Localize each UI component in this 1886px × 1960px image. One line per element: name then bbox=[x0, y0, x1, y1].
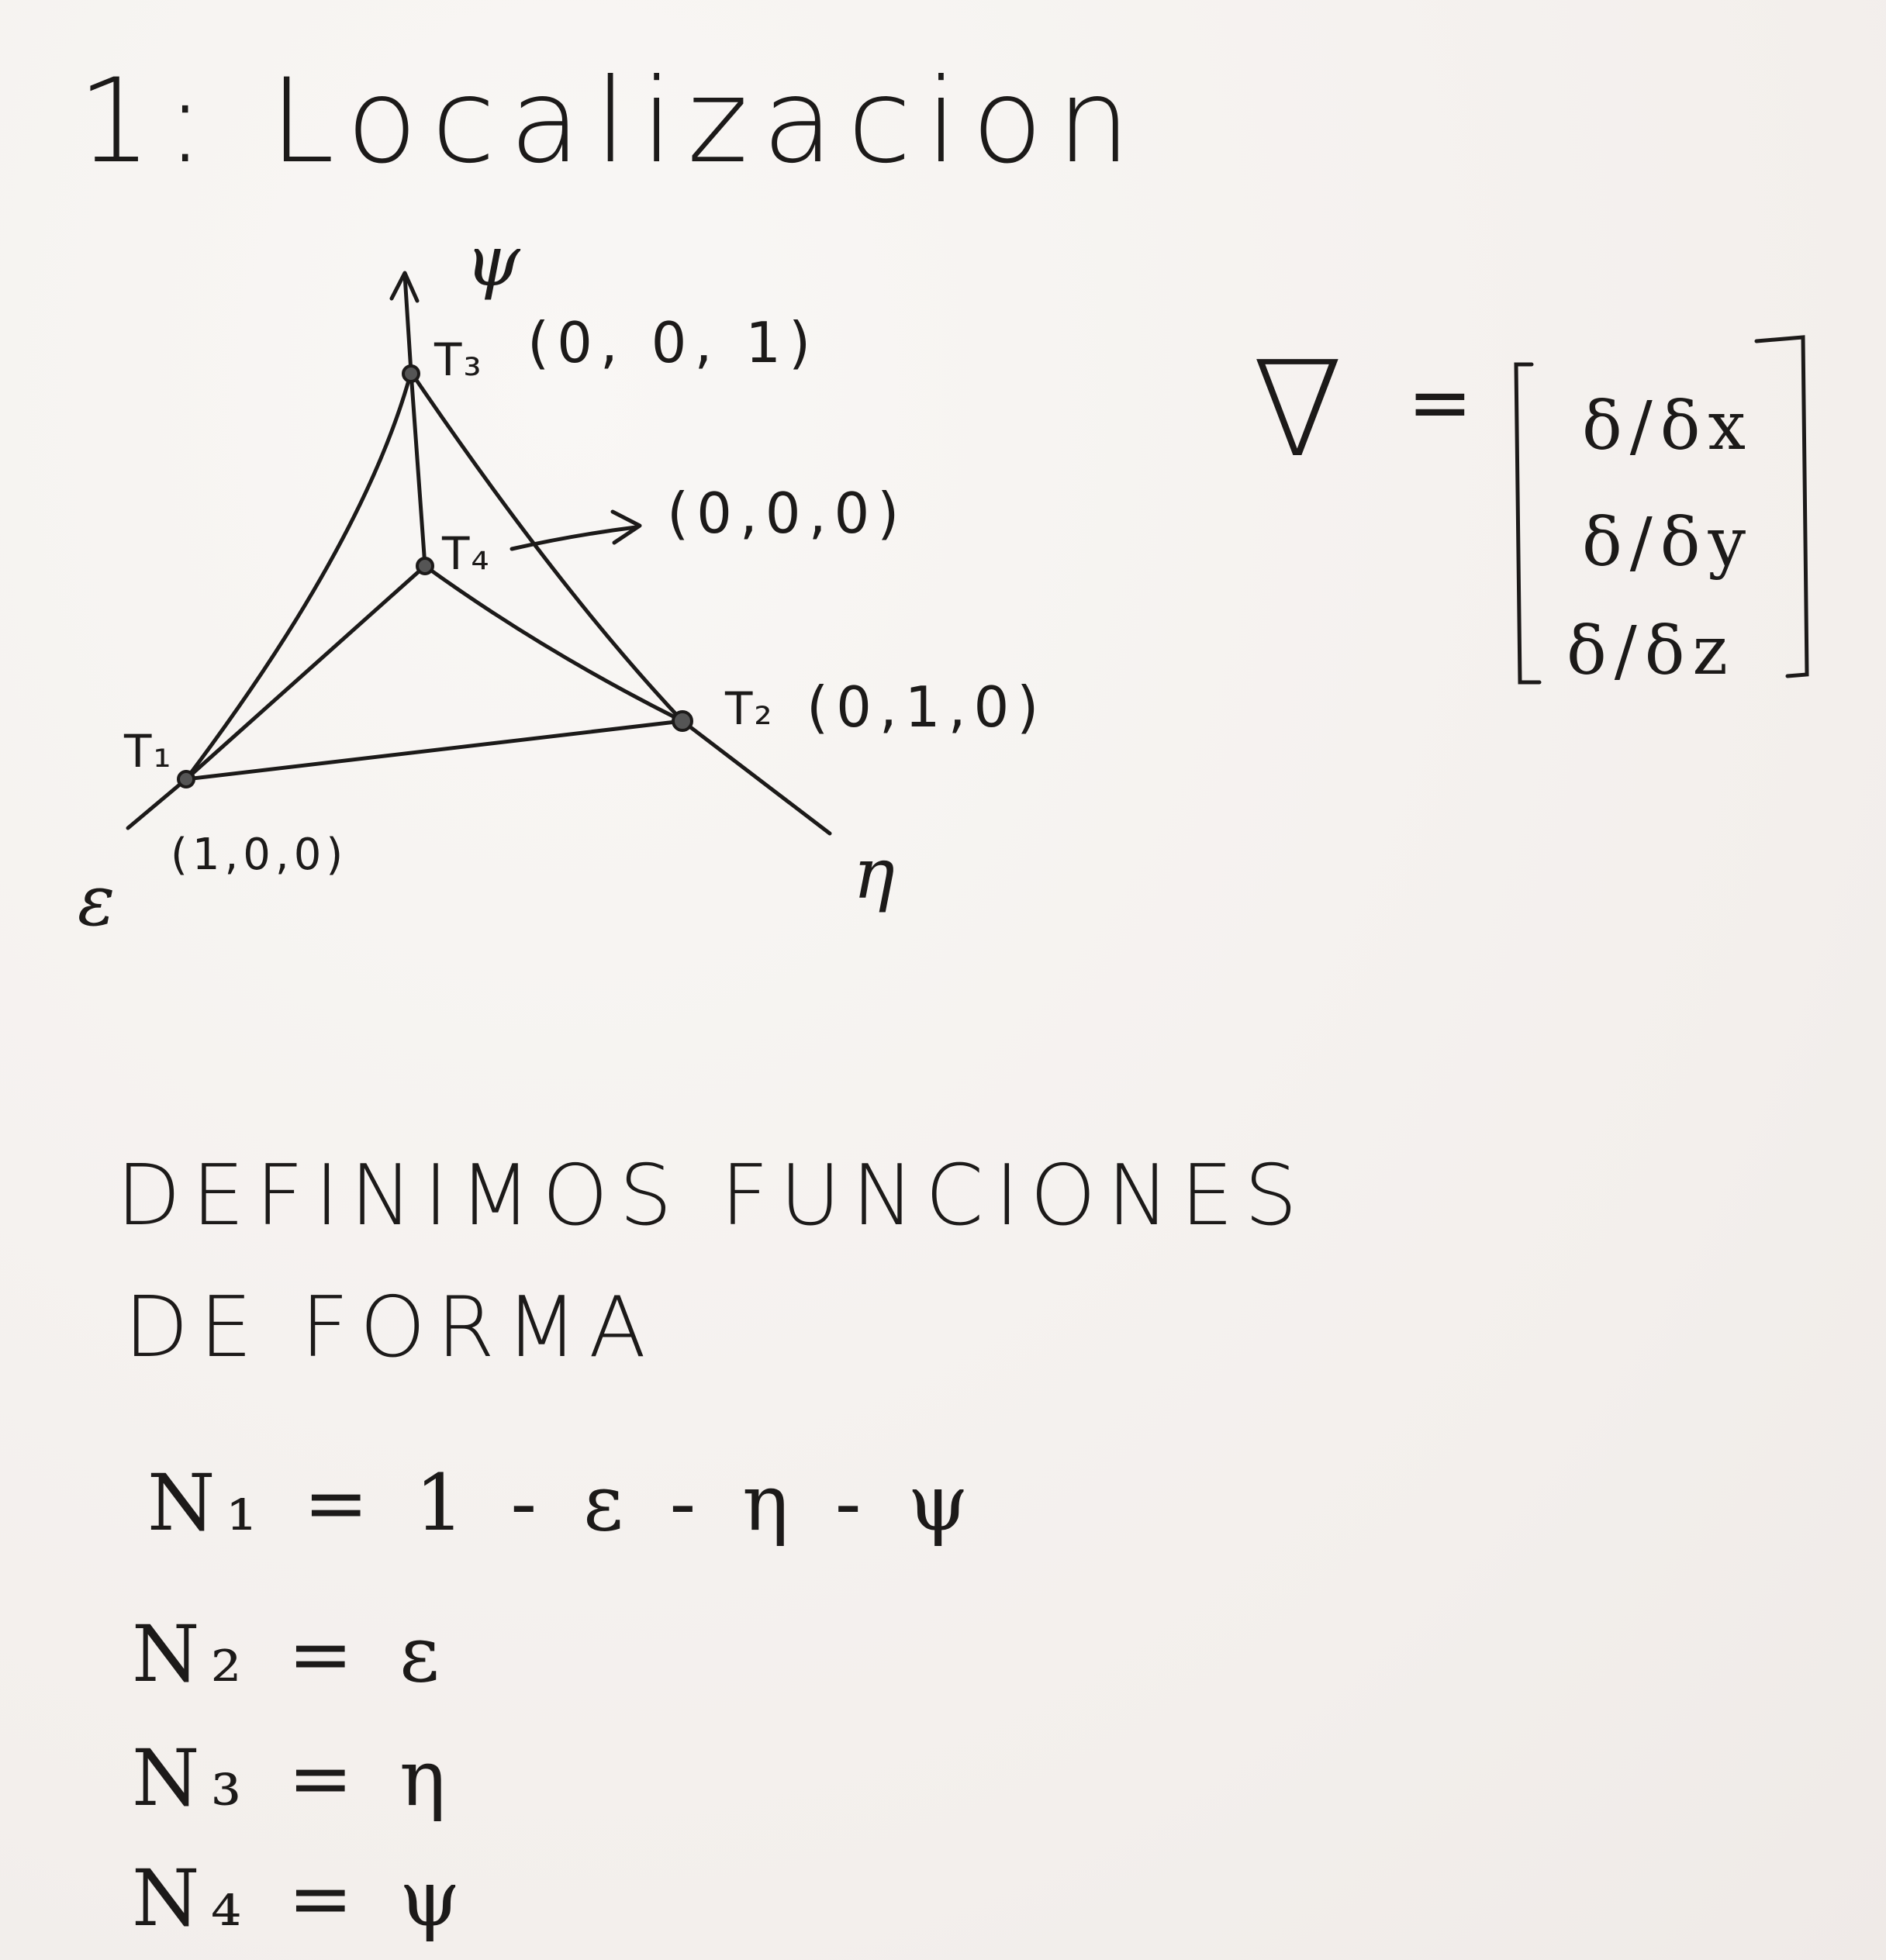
psi-axis-line bbox=[402, 273, 413, 374]
shape-function-n3: N₃ = η bbox=[132, 1733, 457, 1824]
gradient-equals: = bbox=[1408, 357, 1477, 447]
gradient-entry-y: δ/δy bbox=[1582, 504, 1754, 581]
gradient-entry-x: δ/δx bbox=[1582, 388, 1754, 465]
shape-function-n1: N₁ = 1 - ε - η - ψ bbox=[147, 1458, 979, 1548]
axis-label-eta: η bbox=[853, 833, 900, 915]
node-coord-t3: (0, 0, 1) bbox=[527, 310, 819, 375]
gradient-entry-z: δ/δz bbox=[1566, 612, 1736, 690]
edge-t3-t4 bbox=[409, 370, 427, 568]
axis-label-psi: ψ bbox=[465, 221, 525, 302]
right-bracket bbox=[1754, 335, 1809, 678]
edge-t3-t2-eta-axis bbox=[409, 370, 832, 836]
t4-pointer-arrowhead bbox=[610, 509, 642, 545]
node-coord-t2: (0,1,0) bbox=[807, 675, 1047, 740]
psi-axis-arrowhead bbox=[389, 271, 420, 303]
edge-t4-t2 bbox=[423, 564, 685, 723]
node-dot-t3 bbox=[402, 364, 420, 383]
left-bracket bbox=[1514, 362, 1542, 685]
node-label-t4: T₄ bbox=[442, 527, 491, 580]
page-title: 1: Localizacion bbox=[78, 54, 1145, 189]
shape-function-n4: N₄ = ψ bbox=[132, 1853, 471, 1944]
node-dot-t1 bbox=[177, 770, 195, 788]
edge-t4-t1 bbox=[184, 564, 427, 782]
section-heading-line1: DEFINIMOS FUNCIONES bbox=[116, 1147, 1308, 1244]
nabla-symbol: ∇ bbox=[1252, 333, 1348, 487]
node-label-t2: T₂ bbox=[725, 682, 774, 735]
node-label-t1: T₁ bbox=[124, 725, 173, 778]
axis-label-xi: ε bbox=[78, 861, 120, 942]
xi-axis-line bbox=[126, 777, 188, 830]
node-dot-t4 bbox=[416, 557, 434, 575]
node-coord-t1: (1,0,0) bbox=[171, 830, 348, 880]
section-heading-line2: DE FORMA bbox=[124, 1279, 657, 1376]
t4-pointer-arrow bbox=[509, 525, 638, 551]
node-label-t3: T₃ bbox=[434, 333, 483, 386]
shape-function-n2: N₂ = ε bbox=[132, 1609, 451, 1699]
node-coord-t4: (0,0,0) bbox=[667, 481, 907, 546]
edge-t1-t2 bbox=[184, 719, 685, 782]
node-dot-t2 bbox=[672, 710, 693, 732]
edge-t3-t1 bbox=[184, 370, 413, 782]
